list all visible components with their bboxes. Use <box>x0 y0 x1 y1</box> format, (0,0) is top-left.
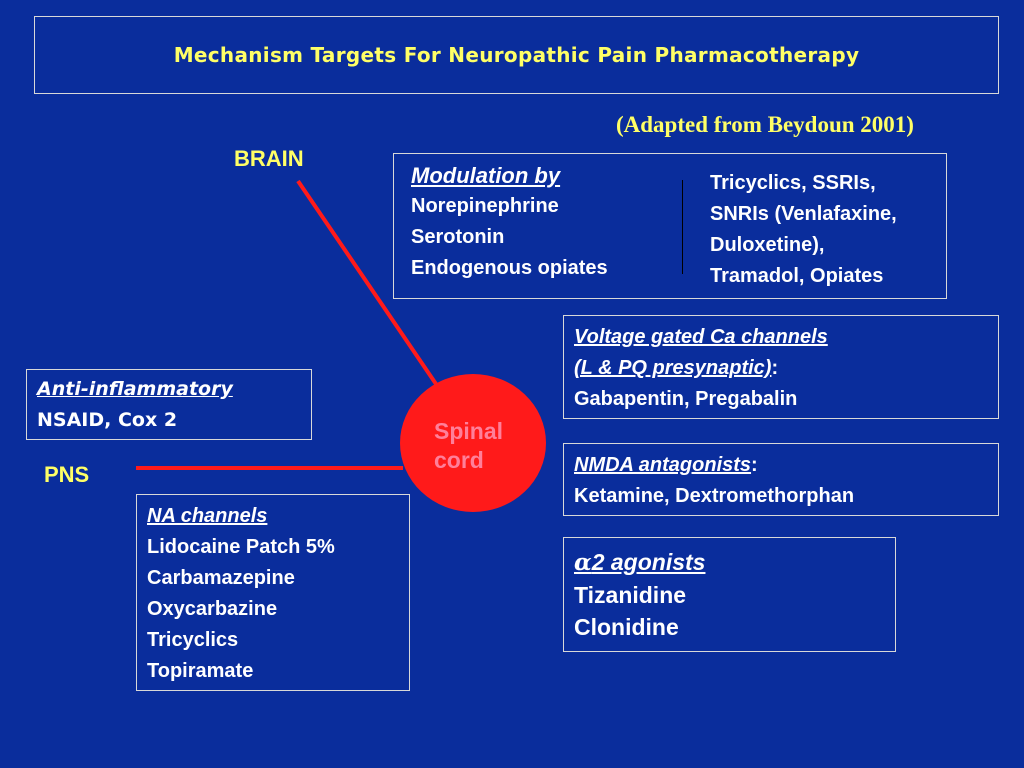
source-citation: (Adapted from Beydoun 2001) <box>616 112 914 137</box>
modulation-drug: Tramadol, Opiates <box>710 265 884 287</box>
modulation-box: Modulation by Norepinephrine Serotonin E… <box>393 153 947 299</box>
voltage-ca-box: Voltage gated Ca channels (L & PQ presyn… <box>563 315 999 419</box>
na-channels-heading: NA channels <box>147 505 268 527</box>
voltage-ca-drugs: Gabapentin, Pregabalin <box>574 388 798 410</box>
modulation-item: Endogenous opiates <box>411 257 608 279</box>
alpha2-heading: α2 agonists <box>574 549 706 576</box>
na-channels-item: Topiramate <box>147 660 254 682</box>
pns-label: PNS <box>44 462 90 487</box>
modulation-drug: Duloxetine), <box>710 234 825 256</box>
spinal-cord-label: Spinal cord <box>434 418 504 473</box>
na-channels-item: Oxycarbazine <box>147 598 278 620</box>
modulation-item: Serotonin <box>411 226 505 248</box>
modulation-heading: Modulation by <box>411 163 561 188</box>
modulation-item: Norepinephrine <box>411 195 559 217</box>
alpha-symbol: α <box>574 549 592 576</box>
voltage-ca-heading: Voltage gated Ca channels <box>574 326 828 348</box>
anti-inflammatory-heading: Anti-inflammatory <box>37 378 233 400</box>
na-channels-item: Carbamazepine <box>147 567 295 589</box>
alpha2-box: α2 agonists Tizanidine Clonidine <box>563 537 896 652</box>
nmda-heading: NMDA antagonists <box>574 454 752 476</box>
brain-connector <box>296 179 438 386</box>
page-title: Mechanism Targets For Neuropathic Pain P… <box>173 43 860 67</box>
nmda-drugs: Ketamine, Dextromethorphan <box>574 485 855 507</box>
alpha2-item: Tizanidine <box>574 582 687 608</box>
spinal-cord-node <box>400 374 546 512</box>
anti-inflammatory-box: Anti-inflammatory NSAID, Cox 2 <box>26 369 312 440</box>
divider <box>682 180 683 274</box>
modulation-drug: SNRIs (Venlafaxine, <box>710 203 897 225</box>
na-channels-box: NA channels Lidocaine Patch 5% Carbamaze… <box>136 494 410 691</box>
modulation-drug: Tricyclics, SSRIs, <box>710 172 876 194</box>
nmda-box: NMDA antagonists: Ketamine, Dextromethor… <box>563 443 999 516</box>
alpha2-item: Clonidine <box>574 614 679 640</box>
brain-label: BRAIN <box>234 146 304 171</box>
anti-inflammatory-drugs: NSAID, Cox 2 <box>37 409 178 431</box>
na-channels-item: Tricyclics <box>147 629 239 651</box>
na-channels-item: Lidocaine Patch 5% <box>147 536 335 558</box>
voltage-ca-subheading: (L & PQ presynaptic) <box>574 357 772 379</box>
title-box: Mechanism Targets For Neuropathic Pain P… <box>34 16 999 94</box>
